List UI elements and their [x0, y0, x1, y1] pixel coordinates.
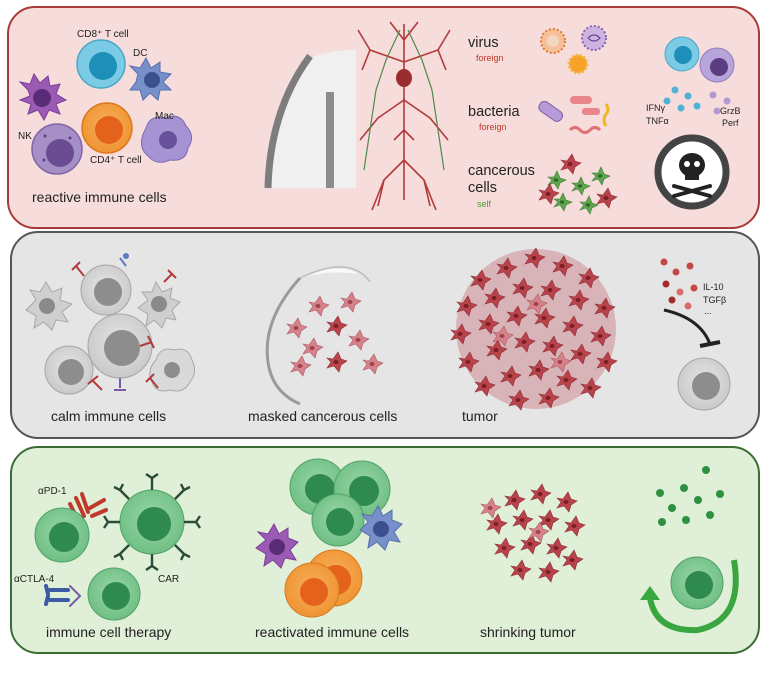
label-ifng: IFNγ: [646, 103, 665, 113]
tag-cancer-self: self: [477, 199, 492, 209]
caption-immune-cell-therapy: immune cell therapy: [46, 624, 172, 640]
cytokine-dots: [663, 86, 731, 115]
cd8-t-cell: [76, 39, 126, 89]
therapy-t-cell-1: [34, 507, 90, 563]
circulatory-system: [357, 21, 451, 211]
effector-t-cell-blue: [664, 36, 700, 72]
calm-immune-cells: [25, 253, 196, 395]
caption-calm-immune-cells: calm immune cells: [51, 408, 167, 424]
caption-masked-cancerous-cells: masked cancerous cells: [248, 408, 398, 424]
tag-bacteria-foreign: foreign: [479, 122, 507, 132]
suppressive-cytokine-dots: [660, 258, 698, 310]
reactivated-immune-cells: [255, 458, 403, 618]
label-more: ...: [704, 306, 712, 316]
label-car: CAR: [158, 574, 180, 585]
tag-virus-foreign: foreign: [476, 53, 504, 63]
panel-reactive-immunity: [7, 6, 760, 229]
label-virus: virus: [468, 35, 499, 51]
caption-reactivated-immune-cells: reactivated immune cells: [255, 624, 410, 640]
caption-reactive-immune-cells: reactive immune cells: [32, 189, 167, 205]
caption-shrinking-tumor: shrinking tumor: [480, 624, 576, 640]
macrophage: [141, 115, 192, 163]
label-actla4: αCTLA-4: [14, 574, 55, 585]
label-cancerous: cancerous: [468, 163, 535, 179]
proliferating-t-cell: [670, 556, 724, 610]
label-cells: cells: [468, 180, 498, 196]
therapy-t-cell-2: [87, 567, 141, 621]
label-bacteria: bacteria: [468, 104, 520, 120]
actla4-antibody: [44, 584, 82, 607]
label-perf: Perf: [722, 118, 739, 128]
dendritic-cell: [128, 56, 173, 101]
bacteria-icons: [538, 96, 610, 134]
inhibition-arrow: [663, 308, 721, 348]
virus-icons: [540, 25, 607, 75]
label-il10: IL-10: [703, 282, 724, 292]
label-tgfb: TGFβ: [703, 295, 727, 305]
nk-cell: [31, 123, 83, 175]
barrier-shield: [264, 50, 356, 189]
label-nk: NK: [18, 131, 32, 142]
car-t-cell: [103, 473, 201, 571]
tumor-mass: [450, 247, 618, 411]
label-apd1: αPD-1: [38, 486, 67, 497]
label-dc: DC: [133, 48, 148, 59]
effector-nk-cell: [699, 47, 735, 83]
shrinking-tumor: [480, 483, 586, 583]
label-mac: Mac: [155, 111, 174, 122]
green-cytokine-dots: [656, 466, 724, 526]
label-tnfa: TNFα: [646, 116, 669, 126]
cancerous-cells-green: [538, 153, 618, 215]
cd4-t-cell: [81, 102, 133, 154]
label-cd4-t-cell: CD4⁺ T cell: [90, 155, 142, 166]
label-cd8-t-cell: CD8⁺ T cell: [77, 29, 129, 40]
circulatory-system-lymph: [363, 29, 445, 171]
dendritic-like-purple-cell: [18, 72, 68, 122]
proliferation-arrow: [640, 559, 739, 634]
label-grzb: GrzB: [720, 106, 741, 116]
skull-icon: [654, 134, 730, 210]
heart: [396, 69, 412, 87]
masked-cancerous-cells: [265, 266, 384, 406]
caption-tumor: tumor: [462, 408, 498, 424]
suppressed-t-cell: [677, 357, 731, 411]
